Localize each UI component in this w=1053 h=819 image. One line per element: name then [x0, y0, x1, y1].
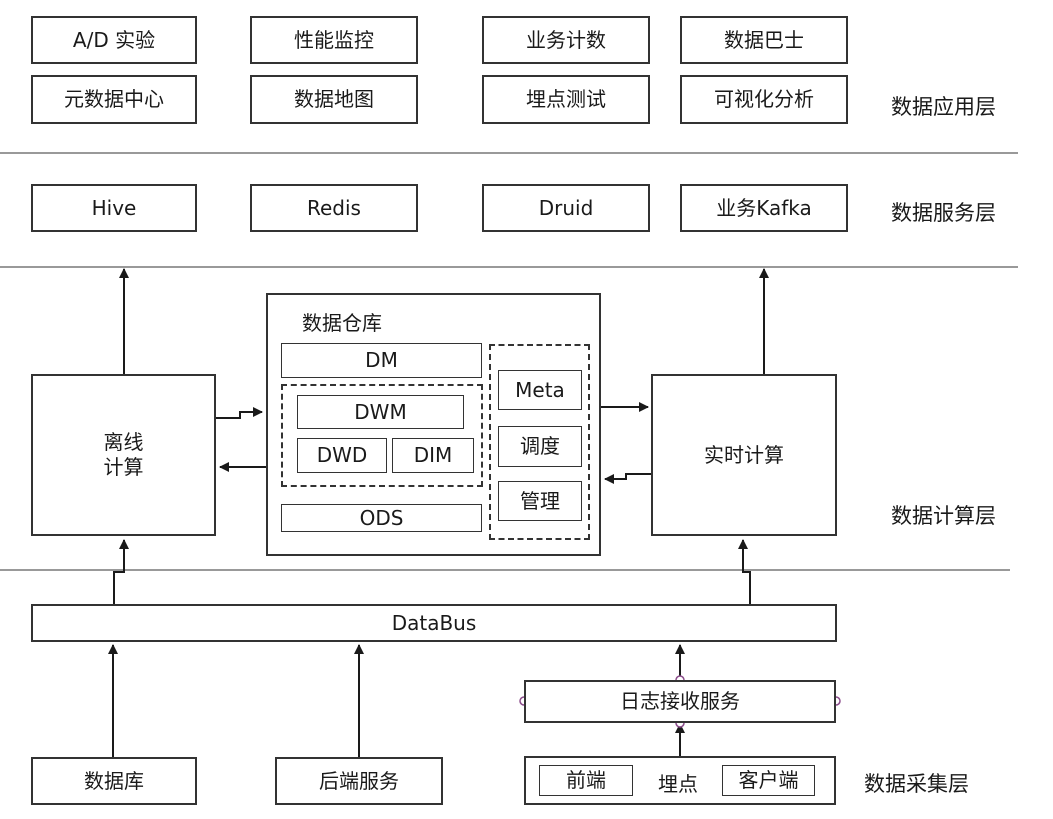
app-box-data-bus: 数据巴士 [680, 16, 848, 64]
warehouse-dm: DM [281, 343, 482, 378]
offline-compute-box: 离线 计算 [31, 374, 216, 536]
service-box-druid: Druid [482, 184, 650, 232]
warehouse-schedule: 调度 [498, 426, 582, 467]
layer-label-collection: 数据采集层 [864, 772, 969, 796]
collection-frontend: 前端 [539, 765, 633, 796]
app-box-business-count: 业务计数 [482, 16, 650, 64]
warehouse-meta: Meta [498, 370, 582, 410]
app-box-performance-monitor: 性能监控 [250, 16, 418, 64]
collection-tracking-label: 埋点 [658, 772, 698, 796]
collection-client: 客户端 [722, 765, 815, 796]
arrow-realtime-to-warehouse [604, 473, 651, 484]
collection-backend-service: 后端服务 [275, 757, 443, 805]
app-box-tracking-test: 埋点测试 [482, 75, 650, 124]
realtime-compute-box: 实时计算 [651, 374, 837, 536]
warehouse-dim: DIM [392, 438, 474, 473]
arrow-databus-to-realtime [738, 539, 751, 604]
app-box-ad-experiment: A/D 实验 [31, 16, 197, 64]
warehouse-meta-group [489, 344, 590, 540]
offline-compute-line1: 离线 [103, 430, 144, 454]
service-box-hive: Hive [31, 184, 197, 232]
warehouse-ods: ODS [281, 504, 482, 532]
layer-label-service: 数据服务层 [891, 201, 996, 225]
warehouse-manage: 管理 [498, 481, 582, 521]
warehouse-dw-group [281, 384, 483, 487]
data-warehouse-title: 数据仓库 [302, 311, 382, 335]
layer-label-compute: 数据计算层 [891, 504, 996, 528]
arrow-offline-to-warehouse [216, 407, 263, 419]
offline-compute-line2: 计算 [103, 455, 144, 479]
service-box-redis: Redis [250, 184, 418, 232]
log-receiving-service: 日志接收服务 [524, 680, 836, 723]
layer-label-application: 数据应用层 [891, 95, 996, 119]
app-box-visual-analysis: 可视化分析 [680, 75, 848, 124]
warehouse-dwd: DWD [297, 438, 387, 473]
arrow-databus-to-offline [113, 539, 129, 604]
app-box-metadata-center: 元数据中心 [31, 75, 197, 124]
service-box-kafka: 业务Kafka [680, 184, 848, 232]
app-box-data-map: 数据地图 [250, 75, 418, 124]
databus-bar: DataBus [31, 604, 837, 642]
collection-database: 数据库 [31, 757, 197, 805]
warehouse-dwm: DWM [297, 395, 464, 429]
